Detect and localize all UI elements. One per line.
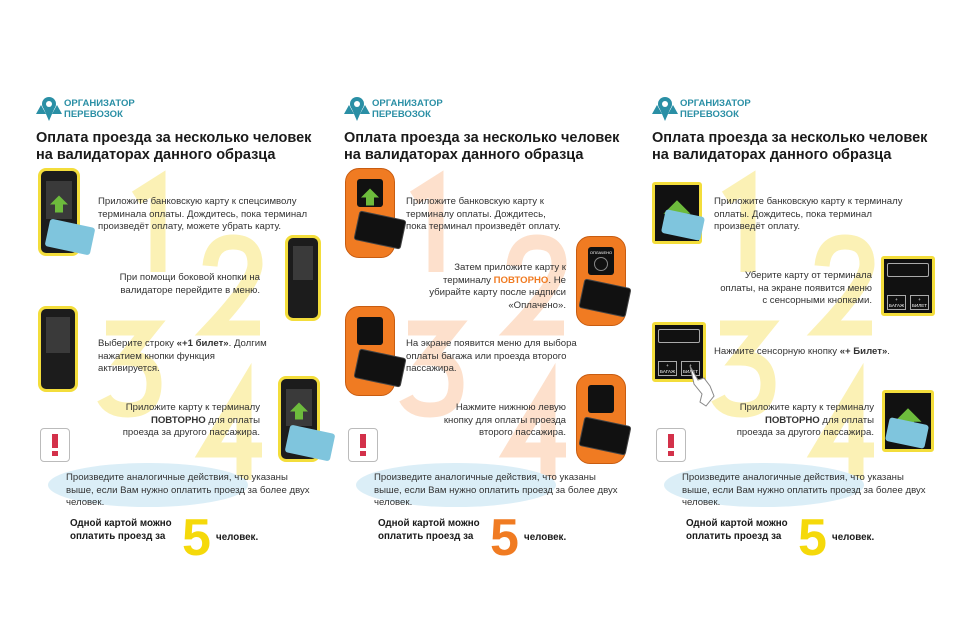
step-number-4: [806, 362, 874, 480]
limit-suffix: человек.: [832, 532, 875, 543]
ticket-button: + БИЛЕТ: [681, 361, 700, 376]
step-number-1: [721, 170, 756, 272]
hand-pointer-icon: [689, 365, 715, 407]
step-3-text: Выберите строку «+1 билет». Долгим нажат…: [98, 338, 267, 374]
step-1-text: Приложите банковскую карту к терминалу о…: [714, 196, 903, 232]
step-4-text: Нажмите нижнюю левую кнопку для оплаты п…: [443, 402, 566, 438]
baggage-button: + БАГАЖ: [658, 361, 677, 376]
limit-count: 5: [182, 509, 211, 567]
arrow-up-icon: [50, 195, 68, 213]
step-2-text: Уберите карту от терминала оплаты, на эк…: [720, 270, 872, 306]
warning-icon: [348, 428, 378, 462]
bank-card-icon: [578, 416, 632, 456]
warning-icon: [656, 428, 686, 462]
step-number-2: [806, 234, 875, 336]
validator-device: ОПЛАЧЕНО: [576, 236, 632, 326]
validator-device: [882, 390, 934, 452]
step-number-1: [409, 170, 444, 272]
validator-device: + БАГАЖ + БИЛЕТ: [881, 256, 935, 316]
step-1-text: Приложите банковскую карту к спецсимволу…: [98, 196, 308, 232]
note-text: Произведите аналогичные действия, что ук…: [682, 472, 926, 508]
note-highlight: [356, 463, 556, 507]
bank-card-icon: [44, 218, 96, 256]
note-text: Произведите аналогичные действия, что ук…: [66, 472, 310, 508]
validator-device: [278, 376, 336, 462]
step-2-text: Затем приложите карту к терминалу ПОВТОР…: [429, 262, 566, 311]
validator-device: [652, 182, 706, 244]
limit-suffix: человек.: [216, 532, 259, 543]
step-number-2: [194, 234, 263, 336]
bank-card-icon: [578, 278, 632, 318]
step-number-4: [498, 362, 566, 480]
bank-card-icon: [353, 348, 407, 388]
note-text: Произведите аналогичные действия, что ук…: [374, 472, 618, 508]
bank-card-icon: [353, 210, 407, 250]
step-4-text: Приложите карту к терминалу ПОВТОРНО для…: [736, 402, 874, 438]
step-3-text: На экране появится меню для выбора оплат…: [406, 338, 577, 374]
screen-label: ОПЛАЧЕНО: [589, 250, 613, 255]
step-1-text: Приложите банковскую карту к терминалу о…: [406, 196, 561, 232]
validator-device: [38, 168, 96, 256]
step-number-4: [194, 362, 262, 480]
validator-device: + БАГАЖ + БИЛЕТ: [652, 322, 706, 382]
validator-device: [38, 306, 78, 392]
limit-count: 5: [490, 509, 519, 567]
warning-icon: [40, 428, 70, 462]
limit-suffix: человек.: [524, 532, 567, 543]
step-4-text: Приложите карту к терминалу ПОВТОРНО для…: [122, 402, 260, 438]
step-2-text: При помощи боковой кнопки на валидаторе …: [119, 272, 260, 296]
arrow-up-icon: [361, 188, 379, 206]
validator-device: [576, 374, 632, 464]
step-number-2: [498, 234, 567, 336]
validator-device: [345, 168, 407, 258]
baggage-button: + БАГАЖ: [887, 295, 906, 310]
step-number-1: [131, 170, 166, 272]
note-highlight: [664, 463, 864, 507]
limit-count: 5: [798, 509, 827, 567]
bank-card-icon: [284, 424, 336, 462]
contactless-icon: [594, 257, 608, 271]
arrow-up-icon: [290, 402, 308, 420]
step-number-3: [399, 320, 468, 418]
ticket-button: + БИЛЕТ: [910, 295, 929, 310]
step-number-3: [97, 320, 166, 418]
bank-card-icon: [884, 417, 930, 449]
validator-device: [345, 306, 407, 396]
logo-icon: [344, 97, 370, 121]
step-3-text: Нажмите сенсорную кнопку «+ Билет».: [714, 346, 890, 357]
bank-card-icon: [660, 209, 706, 241]
validator-device: [285, 235, 321, 321]
logo-icon: [652, 97, 678, 121]
note-highlight: [48, 463, 248, 507]
step-number-3: [711, 320, 780, 418]
logo-icon: [36, 97, 62, 121]
